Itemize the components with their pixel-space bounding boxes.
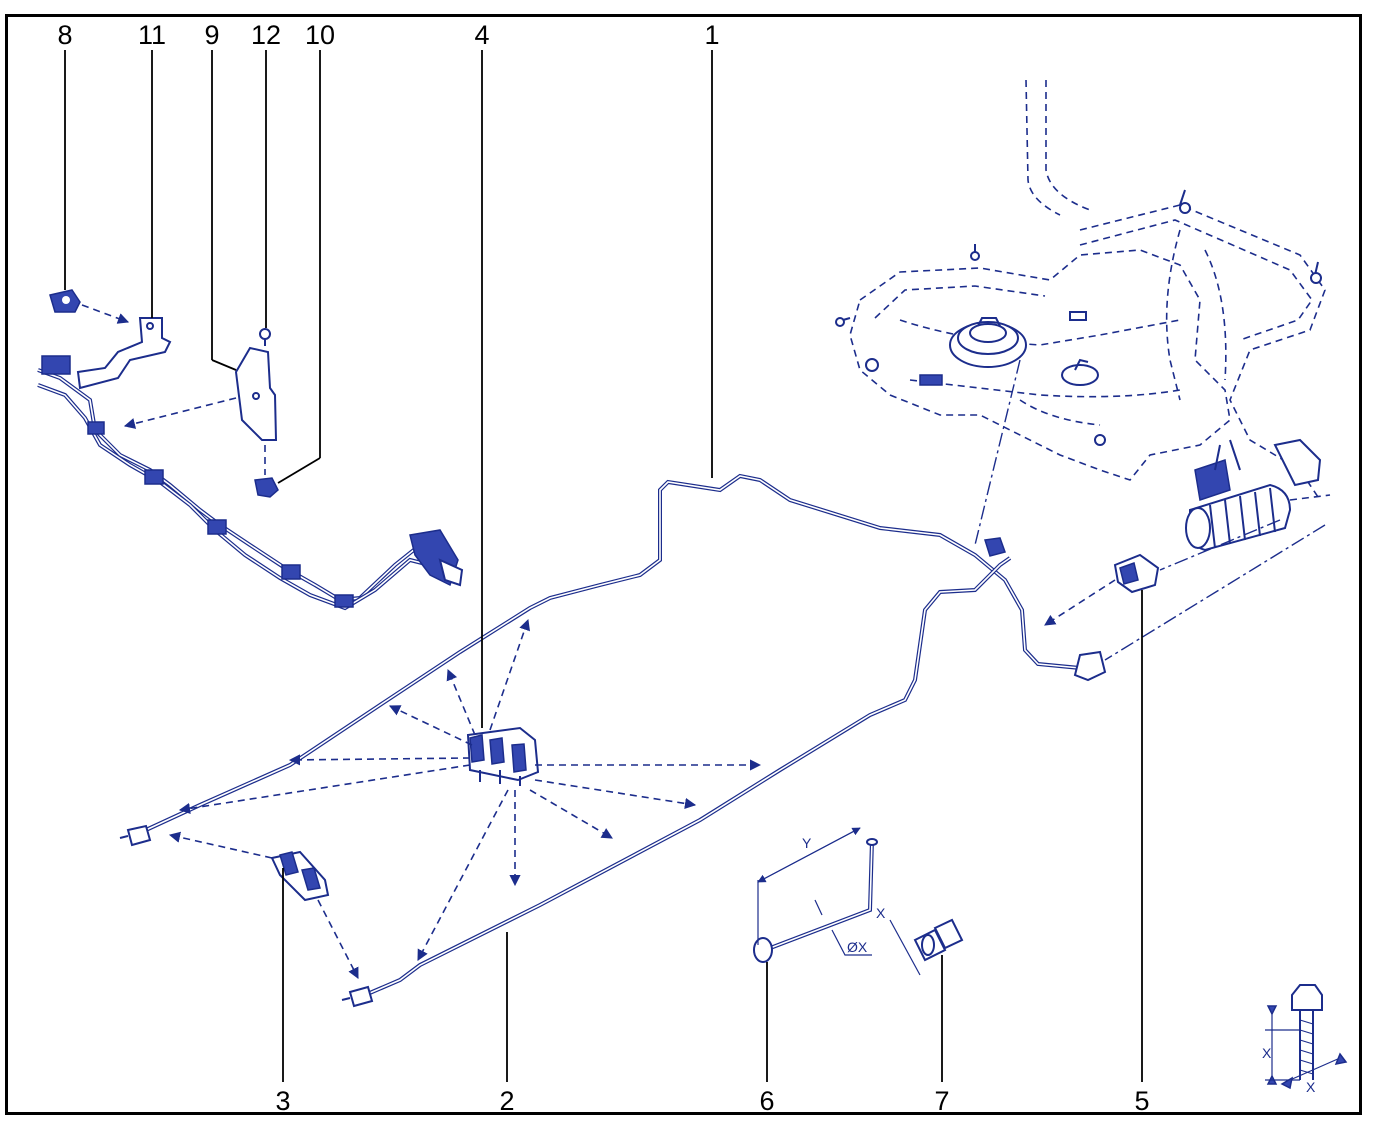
bracket-part-11 <box>76 317 172 390</box>
carbon-canister <box>1185 438 1322 552</box>
callout-labels: 8 11 9 12 10 4 1 3 2 6 7 5 <box>57 20 1149 1116</box>
dim-x-nut-label: X <box>876 905 886 921</box>
callout-3: 3 <box>275 1086 290 1116</box>
clip-part-8 <box>49 289 81 313</box>
clip-part-5 <box>1113 553 1160 594</box>
callout-5: 5 <box>1134 1086 1149 1116</box>
callout-2: 2 <box>499 1086 514 1116</box>
shield-plate-part-9 <box>234 346 278 441</box>
clip-part-3 <box>270 850 330 902</box>
fuel-line-part-1 <box>134 473 1081 837</box>
callout-8: 8 <box>57 20 72 50</box>
dim-y-label: Y <box>802 835 812 851</box>
nut-part-7 <box>913 918 964 962</box>
clip-4-arrows <box>178 618 762 961</box>
callout-9: 9 <box>204 20 219 50</box>
callout-1: 1 <box>704 20 719 50</box>
dim-x-bolt-diameter-label: X <box>1306 1079 1316 1095</box>
dim-x-bolt-length-label: X <box>1262 1045 1272 1061</box>
leader-lines <box>64 50 1143 1082</box>
callout-12: 12 <box>251 20 281 50</box>
fuel-tank-assembly <box>835 79 1331 661</box>
fuel-line-part-2 <box>364 556 1012 997</box>
dimension-diameter: ØX <box>814 899 872 956</box>
nut-part-10 <box>254 477 279 498</box>
dimension-x-nut: X <box>876 905 921 976</box>
dim-diameter-label: ØX <box>847 939 868 955</box>
callout-11: 11 <box>138 20 166 50</box>
fuel-line-harness-front <box>37 355 464 611</box>
callout-4: 4 <box>474 20 489 50</box>
dimension-y: Y <box>757 827 861 945</box>
bolt-detail: X X <box>1262 984 1348 1095</box>
callout-7: 7 <box>934 1086 949 1116</box>
callout-10: 10 <box>305 20 335 50</box>
callout-6: 6 <box>759 1086 774 1116</box>
clip-part-4 <box>466 726 540 786</box>
screw-part-12 <box>259 328 271 346</box>
